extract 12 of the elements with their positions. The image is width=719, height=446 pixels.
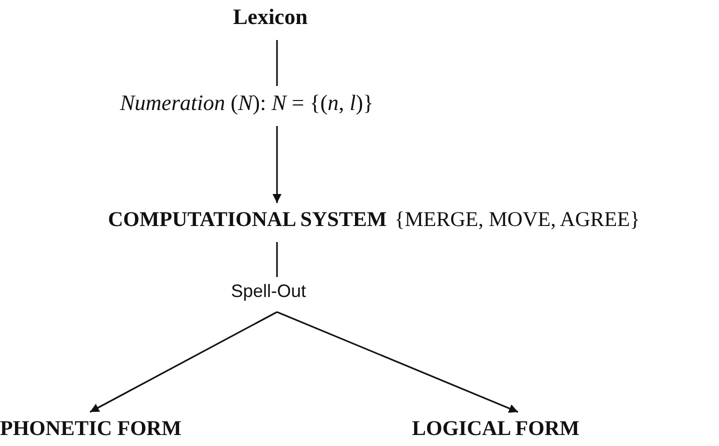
node-label: COMPUTATIONAL SYSTEM <box>108 207 387 232</box>
connector-line <box>276 40 278 86</box>
arrow <box>272 126 282 203</box>
node-annotation: {MERGE, MOVE, AGREE} <box>394 207 640 232</box>
node-label: Numeration (N): N = {(n, l)} <box>120 90 374 116</box>
node-label: PHONETIC FORM <box>0 416 182 441</box>
node-label: LOGICAL FORM <box>412 416 580 441</box>
node-label: Spell-Out <box>231 281 306 302</box>
connector-line <box>276 242 278 277</box>
node-label: Lexicon <box>233 4 308 30</box>
arrow <box>276 311 518 413</box>
arrow <box>90 311 278 413</box>
